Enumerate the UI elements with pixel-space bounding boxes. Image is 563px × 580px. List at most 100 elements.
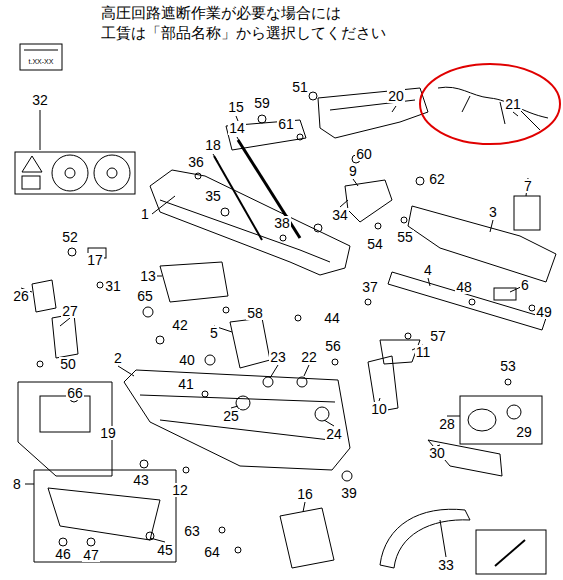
book-icon <box>22 176 40 189</box>
heading-note: 高圧回路遮断作業が必要な場合には <box>100 6 342 22</box>
callout-number: 56 <box>324 339 342 354</box>
side-bracket <box>32 280 56 312</box>
undercover <box>48 488 160 540</box>
callout-number: 51 <box>291 80 309 95</box>
callout-number: 64 <box>203 545 221 560</box>
plate-box <box>18 382 112 476</box>
callout-number: 16 <box>296 487 314 502</box>
callout-number: 48 <box>455 280 473 295</box>
callout-number: 5 <box>209 326 219 341</box>
callout-number: 34 <box>331 208 349 223</box>
callout-number: 13 <box>139 269 157 284</box>
reinforcement <box>408 206 556 282</box>
tool-box <box>476 530 546 574</box>
callout-number: 29 <box>515 425 533 440</box>
callout-number: 15 <box>227 100 245 115</box>
callout-number: 39 <box>340 486 358 501</box>
callout-number: 2 <box>113 351 123 366</box>
fasteners <box>37 92 535 553</box>
callout-number: 36 <box>187 155 205 170</box>
plate-bracket <box>40 396 90 432</box>
wire-harness <box>438 87 548 130</box>
callout-number: 9 <box>348 164 358 179</box>
bracket <box>160 262 228 302</box>
callout-number: 27 <box>61 304 79 319</box>
skid-plate <box>280 508 334 568</box>
callout-number: 18 <box>204 138 222 153</box>
callout-number: 38 <box>273 216 291 231</box>
callout-number: 60 <box>355 147 373 162</box>
cover <box>428 440 502 476</box>
callout-number: 12 <box>171 483 189 498</box>
callout-number: 8 <box>12 477 22 492</box>
seal-strip <box>238 140 300 238</box>
callout-number: 63 <box>183 524 201 539</box>
callout-number: 20 <box>387 89 405 104</box>
lamp-box <box>460 396 542 444</box>
side-bracket <box>52 314 78 358</box>
callout-number: 65 <box>136 289 154 304</box>
callout-number: 30 <box>428 446 446 461</box>
callout-number: 25 <box>222 409 240 424</box>
callout-number: 22 <box>300 350 318 365</box>
bracket <box>494 288 516 300</box>
bulb <box>507 405 521 419</box>
callout-number: 47 <box>82 548 100 563</box>
callout-number: 50 <box>59 357 77 372</box>
absorber <box>388 272 546 330</box>
callout-number: 58 <box>246 306 264 321</box>
callout-number: 35 <box>204 189 222 204</box>
icon-line <box>24 50 58 51</box>
bracket <box>514 196 540 230</box>
callout-number: 24 <box>325 427 343 442</box>
sensor <box>315 407 329 421</box>
fan-icon <box>52 155 88 191</box>
callout-number: 11 <box>415 345 432 360</box>
callout-number: 41 <box>177 377 195 392</box>
side-bracket <box>345 180 392 222</box>
callout-number: 23 <box>269 350 287 365</box>
callout-number: 17 <box>86 253 104 268</box>
callout-number: 61 <box>277 117 295 132</box>
label-icon <box>20 44 62 70</box>
callout-number: 44 <box>323 311 341 326</box>
callout-number: 40 <box>178 353 196 368</box>
callout-number: 3 <box>488 205 498 220</box>
undercover-box <box>34 470 176 562</box>
leader-lines <box>21 106 528 557</box>
callout-number: 46 <box>54 547 72 562</box>
callout-number: 4 <box>423 263 433 278</box>
lower-bumper <box>124 370 350 470</box>
callout-number: 14 <box>228 121 246 136</box>
callout-number: 49 <box>535 305 553 320</box>
callout-number: 33 <box>437 558 455 573</box>
callout-number: 57 <box>429 329 447 344</box>
callout-number: 53 <box>499 359 517 374</box>
callout-number: 7 <box>523 179 533 194</box>
callout-number: 43 <box>132 473 150 488</box>
upper-bumper <box>150 170 350 275</box>
callout-number: 10 <box>370 402 388 417</box>
callout-number: 31 <box>104 279 122 294</box>
fan-icon <box>94 155 130 191</box>
callout-number: 21 <box>504 97 522 112</box>
callout-number: 26 <box>12 289 30 304</box>
highlight-ellipse <box>420 64 560 144</box>
fender-flare <box>380 509 470 568</box>
callout-number: 1 <box>140 207 150 222</box>
callout-number: 42 <box>171 318 189 333</box>
callout-number: 19 <box>99 426 117 441</box>
callout-number: 66 <box>66 386 84 401</box>
callout-number: 6 <box>520 278 530 293</box>
caution-label <box>15 152 135 194</box>
icon-text: t.XX-XX <box>28 58 55 65</box>
heading-note: 工賃は「部品名称」から選択してください <box>100 26 387 42</box>
upper-bracket <box>318 88 428 138</box>
fog-lamp <box>468 409 496 431</box>
callout-number: 52 <box>61 230 79 245</box>
callout-number: 45 <box>156 543 174 558</box>
callout-number: 32 <box>31 93 49 108</box>
warning-triangle <box>22 156 42 172</box>
callout-number: 62 <box>428 172 446 187</box>
